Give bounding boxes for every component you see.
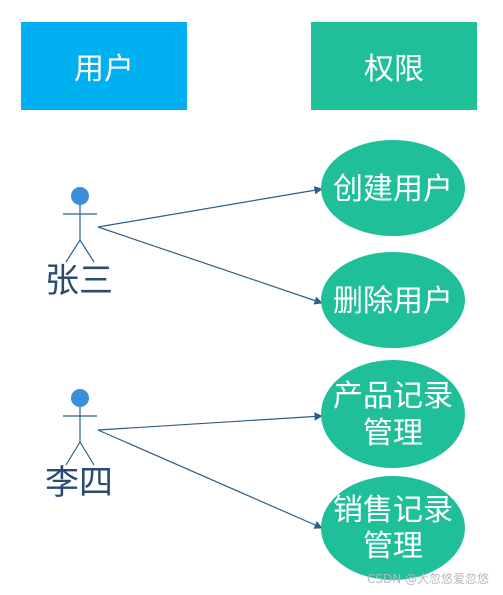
actor-leg [65, 239, 81, 263]
permission-delete-user: 删除用户 [321, 252, 465, 348]
permission-product-records: 产品记录 管理 [321, 360, 465, 468]
connector-line [97, 412, 323, 431]
permission-label-line-1: 销售记录 [333, 493, 453, 528]
actor-head [71, 187, 89, 205]
users-header-label: 用户 [74, 52, 134, 87]
permission-label-line-2: 管理 [363, 416, 423, 451]
watermark: CSDN @大忽悠爱忽悠 [366, 572, 489, 586]
actor-name-label: 张三 [45, 261, 113, 301]
actor-head [71, 389, 89, 407]
actor-zhangsan: 张三 [45, 187, 113, 301]
permissions-header-box: 权限 [311, 22, 477, 110]
actor-lisi: 李四 [45, 389, 113, 503]
permission-create-user: 创建用户 [321, 140, 465, 236]
permission-ellipse [321, 360, 465, 468]
permission-sales-records: 销售记录 管理 [321, 476, 465, 580]
connector-line [97, 186, 323, 228]
permission-ellipse [321, 476, 465, 580]
actor-name-label: 李四 [45, 463, 113, 503]
users-header-box: 用户 [21, 22, 187, 110]
connector-line [97, 226, 323, 305]
permission-label-line-2: 管理 [363, 529, 423, 564]
actor-leg [79, 239, 95, 263]
actor-leg [79, 441, 95, 466]
permission-label: 创建用户 [333, 172, 453, 207]
permission-ellipse [321, 252, 465, 348]
permission-label: 删除用户 [333, 284, 453, 319]
permission-ellipse [321, 140, 465, 236]
permissions-header-label: 权限 [364, 52, 424, 87]
actor-leg [65, 441, 81, 466]
permission-label-line-1: 产品记录 [333, 379, 453, 414]
connector-line [97, 429, 323, 529]
